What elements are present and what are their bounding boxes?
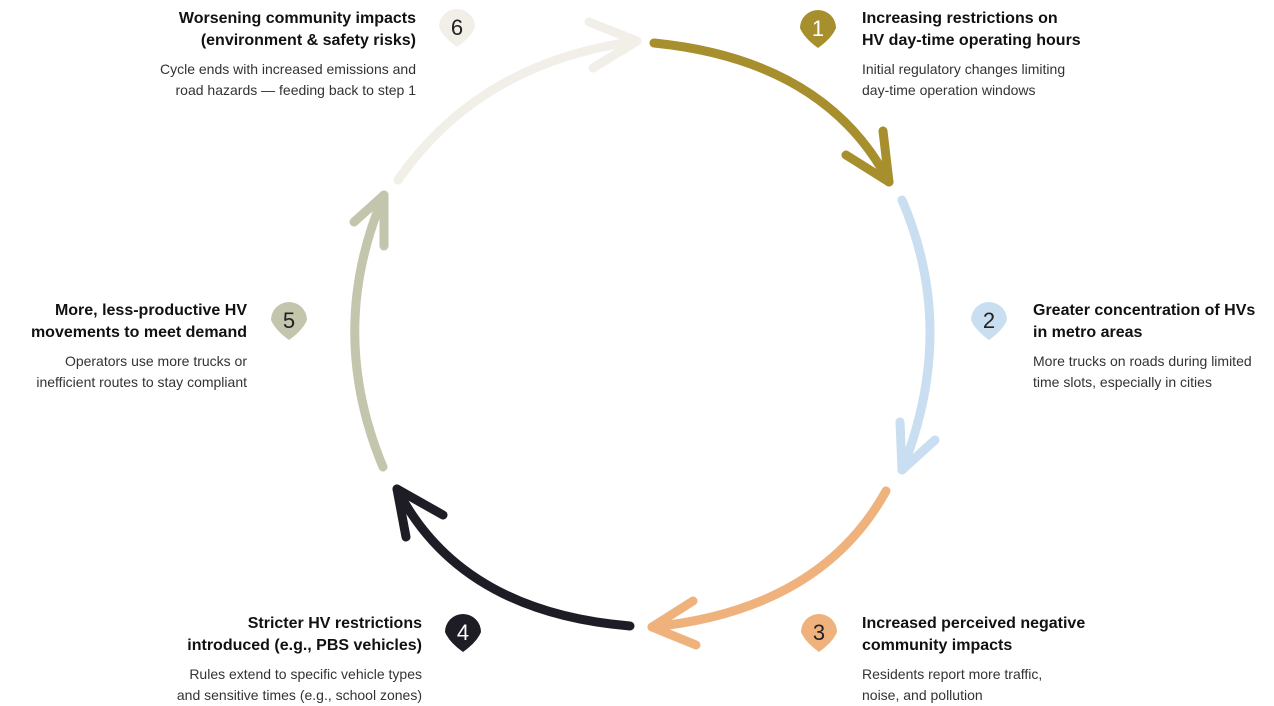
step-title-line: More, less-productive HV — [54, 302, 247, 319]
arrowhead-step-4 — [392, 484, 448, 542]
marker-number: 5 — [283, 308, 295, 333]
marker-step-4: 4 — [445, 614, 481, 652]
arrowhead-step-5 — [349, 190, 389, 251]
step-description-line: inefficient routes to stay compliant — [36, 374, 247, 390]
arrowhead-step-6 — [584, 17, 642, 73]
step-2-text: Greater concentration of HVs in metro ar… — [1033, 300, 1273, 393]
step-title-line: introduced (e.g., PBS vehicles) — [187, 637, 422, 654]
step-description-line: noise, and pollution — [862, 687, 983, 703]
marker-step-2: 2 — [971, 302, 1007, 340]
step-6-text: Worsening community impacts (environment… — [0, 8, 416, 101]
step-description: Rules extend to specific vehicle types a… — [0, 664, 422, 706]
step-3-text: Increased perceived negative community i… — [862, 613, 1262, 706]
step-title-line: community impacts — [862, 637, 1013, 654]
step-title-line: Worsening community impacts — [178, 10, 416, 27]
step-description: Operators use more trucks or inefficient… — [4, 351, 247, 393]
step-title: Stricter HV restrictions introduced (e.g… — [0, 613, 422, 657]
step-title-line: in metro areas — [1033, 324, 1143, 341]
step-title-line: Increasing restrictions on — [862, 10, 1058, 27]
step-title: Increased perceived negative community i… — [862, 613, 1262, 657]
marker-number: 3 — [813, 620, 825, 645]
step-title-line: Increased perceived negative — [862, 615, 1086, 632]
marker-step-3: 3 — [801, 614, 837, 652]
arrowhead-step-1 — [841, 126, 894, 187]
step-title-line: movements to meet demand — [30, 324, 247, 341]
step-1-text: Increasing restrictions on HV day-time o… — [862, 8, 1274, 101]
step-description-line: Rules extend to specific vehicle types — [189, 666, 422, 682]
marker-number: 2 — [983, 308, 995, 333]
step-title-line: HV day-time operating hours — [862, 32, 1081, 49]
step-description-line: Operators use more trucks or — [64, 353, 247, 369]
arc-step-4 — [392, 484, 635, 631]
step-description: More trucks on roads during limited time… — [1033, 351, 1273, 393]
step-description-line: and sensitive times (e.g., school zones) — [176, 687, 422, 703]
step-description: Cycle ends with increased emissions and … — [0, 59, 416, 101]
arrowhead-step-2 — [895, 417, 940, 475]
marker-step-6: 6 — [439, 9, 475, 47]
step-description-line: time slots, especially in cities — [1033, 374, 1212, 390]
arrowhead-step-3 — [647, 596, 701, 650]
step-title-line: (environment & safety risks) — [200, 32, 416, 49]
step-title: Worsening community impacts (environment… — [0, 8, 416, 52]
arc-step-5 — [350, 190, 389, 472]
arc-step-1 — [649, 38, 894, 187]
step-4-text: Stricter HV restrictions introduced (e.g… — [0, 613, 422, 706]
step-description: Residents report more traffic, noise, an… — [862, 664, 1262, 706]
marker-number: 4 — [457, 620, 469, 645]
step-description: Initial regulatory changes limiting day-… — [862, 59, 1274, 101]
step-title-line: Greater concentration of HVs — [1033, 302, 1256, 319]
marker-number: 1 — [812, 16, 824, 41]
step-5-text: More, less-productive HV movements to me… — [4, 300, 247, 393]
step-description-line: road hazards — feeding back to step 1 — [175, 82, 416, 98]
arc-step-6 — [393, 36, 642, 185]
step-description-line: Residents report more traffic, — [862, 666, 1043, 682]
step-title: Increasing restrictions on HV day-time o… — [862, 8, 1274, 52]
step-description-line: Initial regulatory changes limiting — [862, 61, 1066, 77]
step-description-line: Cycle ends with increased emissions and — [159, 61, 416, 77]
step-title: Greater concentration of HVs in metro ar… — [1033, 300, 1273, 344]
marker-step-5: 5 — [271, 302, 307, 340]
marker-step-1: 1 — [800, 10, 836, 48]
marker-number: 6 — [451, 15, 463, 40]
step-title: More, less-productive HV movements to me… — [4, 300, 247, 344]
step-description-line: day-time operation windows — [862, 82, 1036, 98]
arc-step-3 — [647, 486, 891, 632]
arc-step-2 — [897, 195, 935, 475]
step-description-line: More trucks on roads during limited — [1033, 353, 1252, 369]
step-title-line: Stricter HV restrictions — [247, 615, 422, 632]
